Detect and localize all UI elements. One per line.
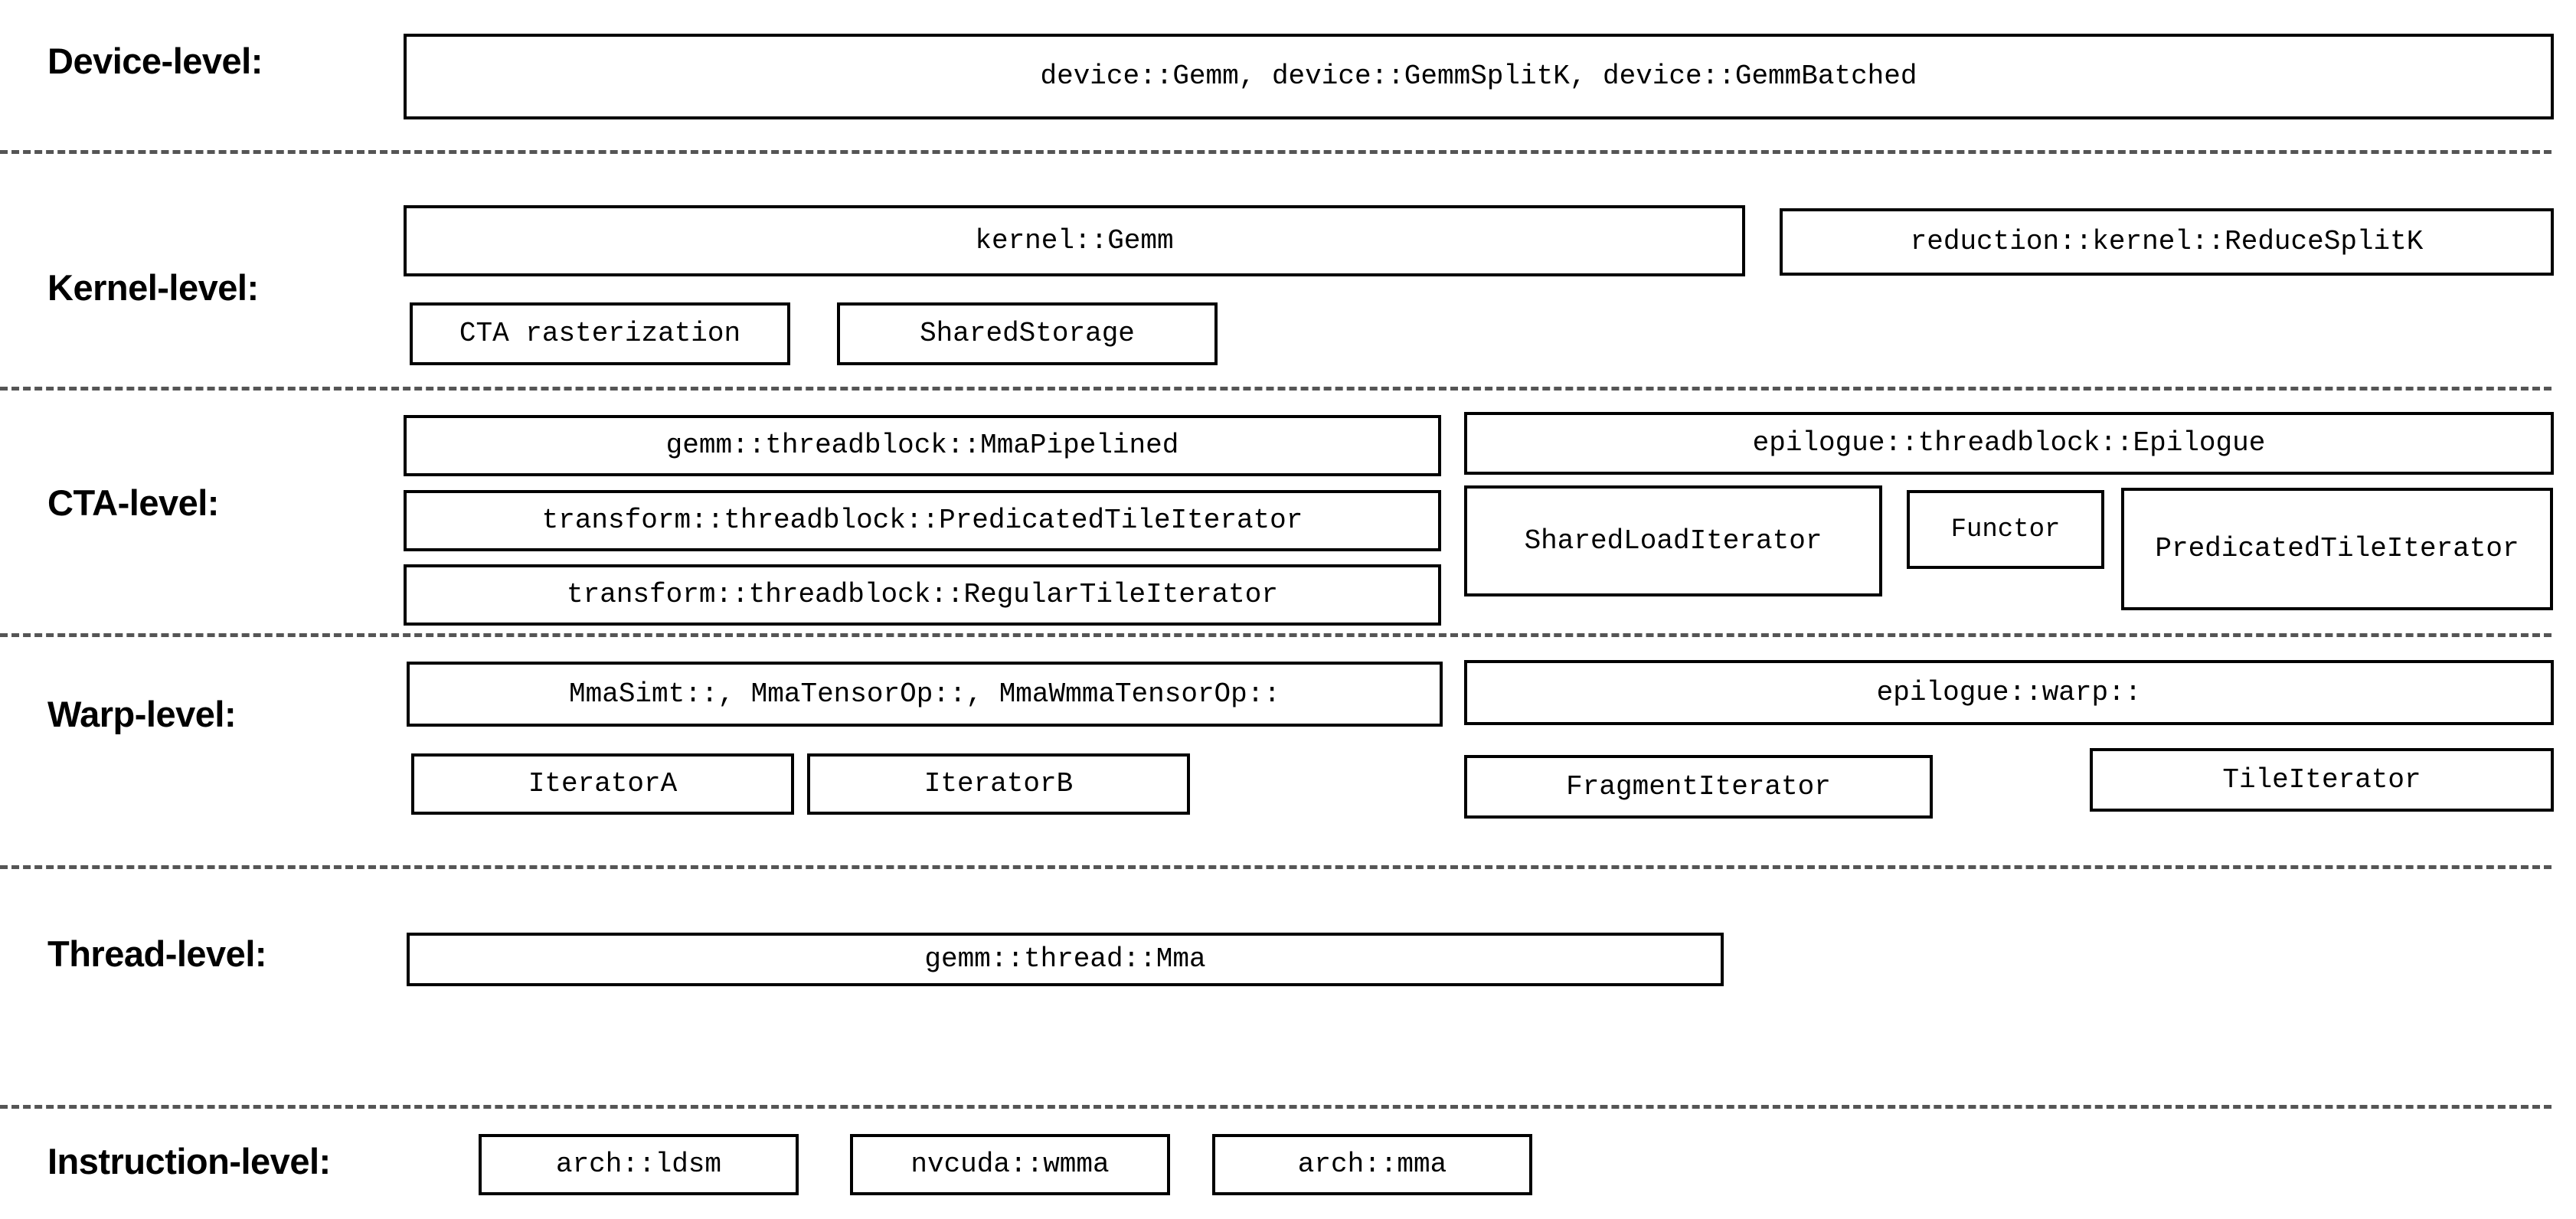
level-label-warp: Warp-level: (47, 694, 237, 734)
divider-device-kernel (0, 150, 2551, 154)
level-label-device: Device-level: (47, 41, 263, 81)
box-iterator-a[interactable]: IteratorA (411, 753, 794, 815)
box-nvcuda-wmma-label: nvcuda::wmma (910, 1149, 1110, 1180)
box-tile-iterator[interactable]: TileIterator (2090, 748, 2554, 812)
box-threadblock-mmapipelined[interactable]: gemm::threadblock::MmaPipelined (404, 415, 1441, 476)
box-tile-iterator-label: TileIterator (2222, 763, 2421, 796)
divider-cta-warp (0, 633, 2551, 637)
box-arch-mma[interactable]: arch::mma (1212, 1134, 1532, 1195)
box-gemm-thread-mma[interactable]: gemm::thread::Mma (407, 933, 1724, 986)
box-epilogue-threadblock-epilogue[interactable]: epilogue::threadblock::Epilogue (1464, 412, 2554, 475)
box-shared-load-iterator-label: SharedLoadIterator (1524, 525, 1822, 557)
box-transform-regulartileiterator[interactable]: transform::threadblock::RegularTileItera… (404, 564, 1441, 626)
box-arch-ldsm[interactable]: arch::ldsm (479, 1134, 799, 1195)
box-device-gemm[interactable]: device::Gemm, device::GemmSplitK, device… (404, 34, 2554, 119)
divider-thread-instruction (0, 1105, 2551, 1109)
box-epilogue-predicatedtileiterator-label: PredicatedTileIterator (2155, 533, 2519, 564)
box-epilogue-threadblock-epilogue-label: epilogue::threadblock::Epilogue (1752, 427, 2266, 459)
box-cta-rasterization[interactable]: CTA rasterization (410, 302, 790, 365)
box-shared-storage-label: SharedStorage (920, 318, 1135, 349)
level-label-instruction: Instruction-level: (47, 1141, 331, 1181)
divider-warp-thread (0, 865, 2551, 869)
level-label-cta: CTA-level: (47, 482, 219, 523)
box-fragment-iterator[interactable]: FragmentIterator (1464, 755, 1933, 819)
box-epilogue-warp[interactable]: epilogue::warp:: (1464, 660, 2554, 725)
box-threadblock-mmapipelined-label: gemm::threadblock::MmaPipelined (665, 430, 1179, 461)
box-shared-load-iterator[interactable]: SharedLoadIterator (1464, 485, 1882, 596)
box-epilogue-warp-label: epilogue::warp:: (1876, 676, 2142, 708)
box-transform-predicatedtileiterator[interactable]: transform::threadblock::PredicatedTileIt… (404, 490, 1441, 551)
box-kernel-gemm-label: kernel::Gemm (975, 224, 1174, 257)
box-warp-mma-label: MmaSimt::, MmaTensorOp::, MmaWmmaTensorO… (569, 678, 1280, 710)
box-kernel-gemm[interactable]: kernel::Gemm (404, 205, 1745, 276)
box-gemm-thread-mma-label: gemm::thread::Mma (924, 943, 1206, 975)
box-reduction-reducesplitk[interactable]: reduction::kernel::ReduceSplitK (1780, 208, 2554, 276)
divider-kernel-cta (0, 387, 2551, 391)
level-label-kernel: Kernel-level: (47, 267, 259, 308)
box-arch-ldsm-label: arch::ldsm (555, 1149, 722, 1180)
box-reduction-reducesplitk-label: reduction::kernel::ReduceSplitK (1910, 226, 2424, 257)
box-iterator-b-label: IteratorB (924, 768, 1074, 799)
box-transform-predicatedtileiterator-label: transform::threadblock::PredicatedTileIt… (541, 505, 1303, 536)
box-arch-mma-label: arch::mma (1297, 1149, 1447, 1180)
level-label-thread: Thread-level: (47, 933, 267, 974)
box-device-gemm-label: device::Gemm, device::GemmSplitK, device… (1040, 60, 1917, 92)
box-iterator-b[interactable]: IteratorB (807, 753, 1190, 815)
box-warp-mma[interactable]: MmaSimt::, MmaTensorOp::, MmaWmmaTensorO… (407, 662, 1443, 727)
box-iterator-a-label: IteratorA (528, 768, 678, 799)
box-functor[interactable]: Functor (1907, 490, 2104, 569)
box-shared-storage[interactable]: SharedStorage (837, 302, 1218, 365)
box-nvcuda-wmma[interactable]: nvcuda::wmma (850, 1134, 1170, 1195)
box-epilogue-predicatedtileiterator[interactable]: PredicatedTileIterator (2121, 488, 2553, 610)
box-cta-rasterization-label: CTA rasterization (459, 318, 741, 349)
box-transform-regulartileiterator-label: transform::threadblock::RegularTileItera… (567, 579, 1278, 610)
box-functor-label: Functor (1950, 515, 2061, 544)
box-fragment-iterator-label: FragmentIterator (1566, 770, 1831, 802)
